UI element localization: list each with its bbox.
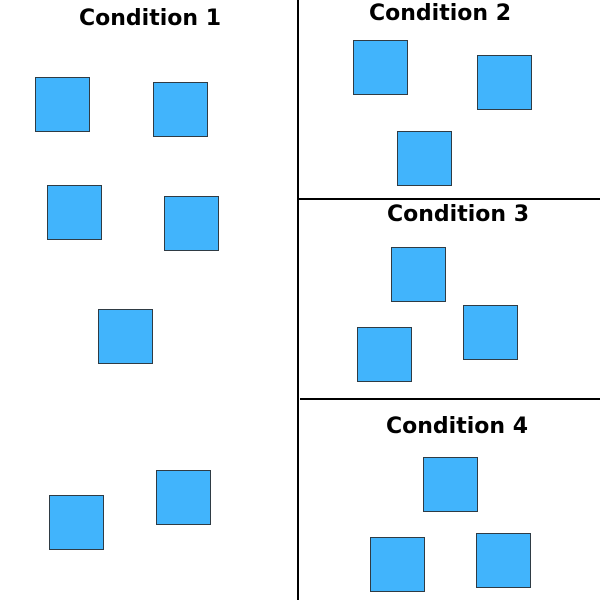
condition-3-title: Condition 3: [386, 202, 530, 227]
condition-1-title: Condition 1: [78, 6, 222, 31]
vertical-divider: [297, 0, 299, 600]
condition-2-square: [397, 131, 452, 186]
condition-1-square: [35, 77, 90, 132]
condition-2-title: Condition 2: [368, 1, 512, 26]
condition-1-square: [98, 309, 153, 364]
condition-4-square: [370, 537, 425, 592]
condition-1-square: [156, 470, 211, 525]
condition-1-square: [153, 82, 208, 137]
condition-1-square: [47, 185, 102, 240]
condition-3-square: [357, 327, 412, 382]
condition-2-square: [477, 55, 532, 110]
condition-2-square: [353, 40, 408, 95]
condition-3-square: [391, 247, 446, 302]
divider-condition-2-3: [298, 198, 600, 200]
condition-3-square: [463, 305, 518, 360]
condition-4-square: [476, 533, 531, 588]
condition-4-title: Condition 4: [385, 414, 529, 439]
divider-condition-3-4: [300, 398, 600, 400]
condition-1-square: [164, 196, 219, 251]
condition-4-square: [423, 457, 478, 512]
condition-1-square: [49, 495, 104, 550]
